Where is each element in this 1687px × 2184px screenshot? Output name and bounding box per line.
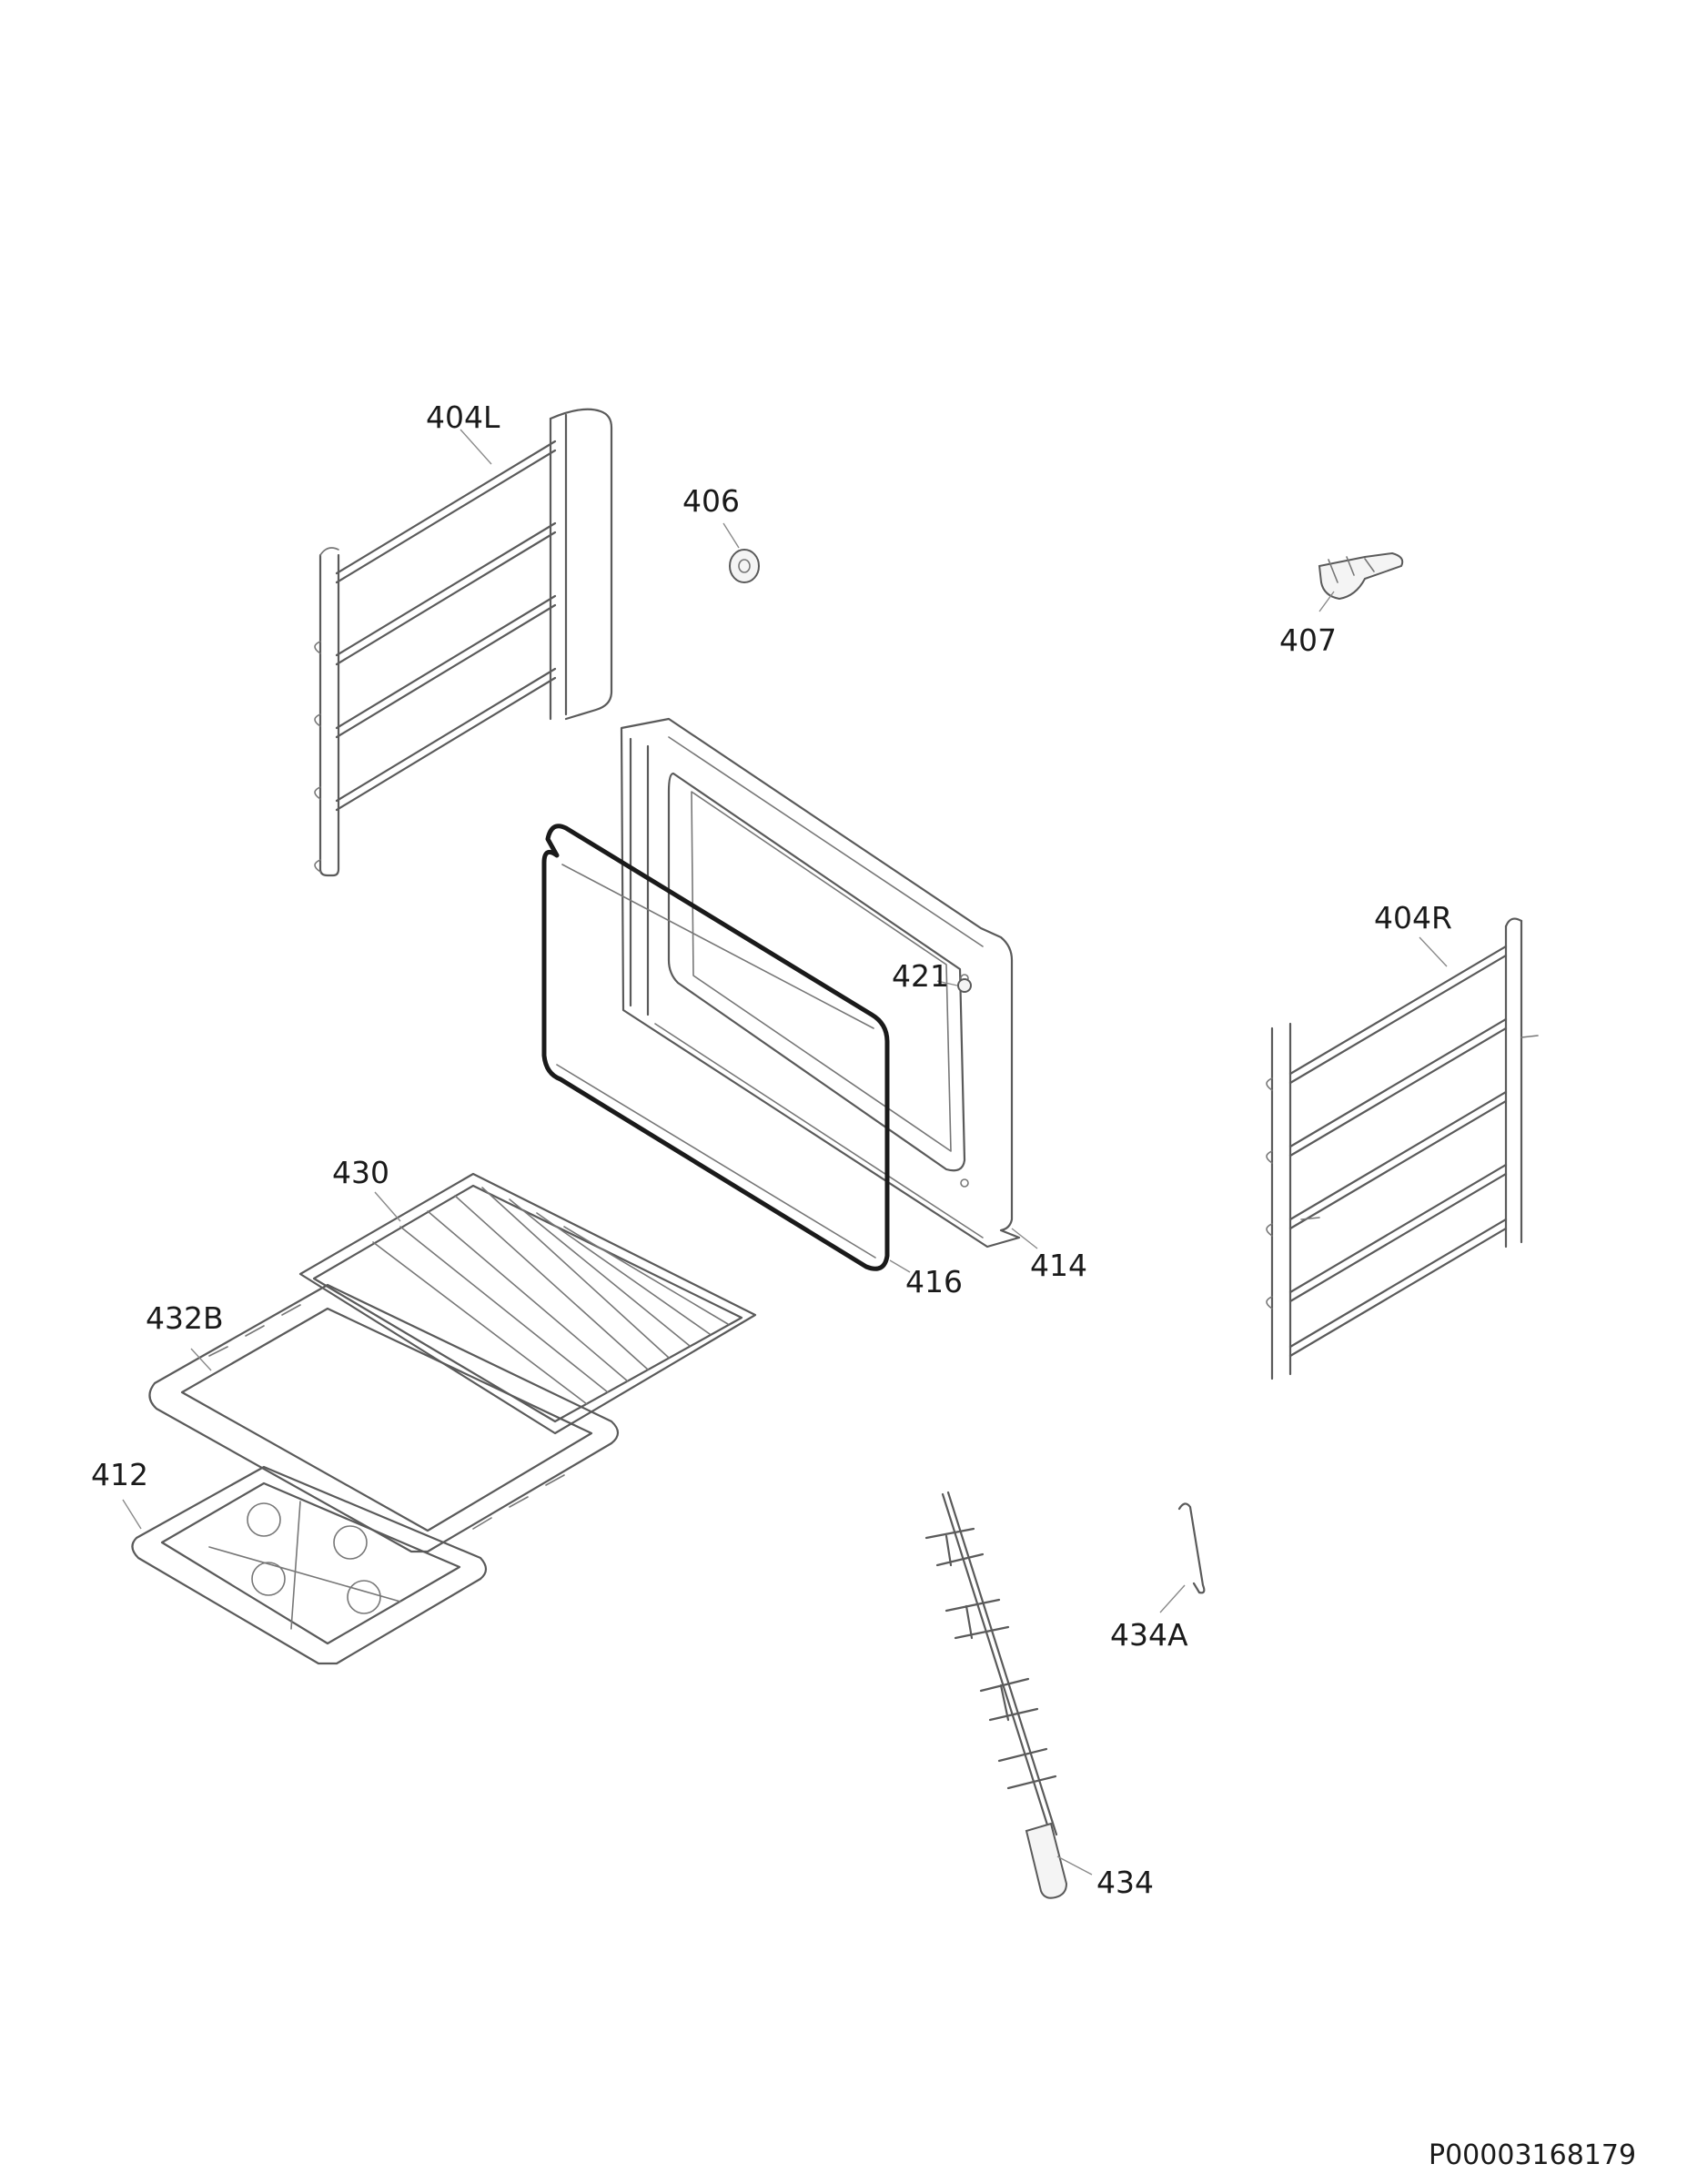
callout-404R: 404R xyxy=(1374,900,1452,935)
callout-412: 412 xyxy=(91,1457,148,1492)
callout-430: 430 xyxy=(332,1155,389,1190)
callout-labels: 404L 406 407 421 404R 430 416 414 432B 4… xyxy=(91,399,1452,1900)
callout-406: 406 xyxy=(682,483,740,519)
part-407-clip xyxy=(1318,551,1404,601)
part-432B-baking-tray xyxy=(148,1283,620,1553)
part-406-round-fixing xyxy=(729,549,760,583)
part-434A-hook xyxy=(1177,1502,1206,1594)
callout-404L: 404L xyxy=(426,399,500,435)
document-id: P00003168179 xyxy=(1429,2139,1636,2171)
part-421-screw xyxy=(957,978,972,993)
part-412-enamel-tray xyxy=(131,1465,488,1665)
callout-434: 434 xyxy=(1096,1865,1154,1900)
part-404R-right-shelf-support xyxy=(1266,917,1539,1380)
part-430-wire-shelf xyxy=(298,1172,757,1435)
callout-407: 407 xyxy=(1279,622,1337,658)
part-404L-left-shelf-support xyxy=(314,408,613,877)
callout-432B: 432B xyxy=(146,1300,224,1336)
callout-421: 421 xyxy=(892,958,949,994)
part-414-door-inner-frame xyxy=(620,717,1021,1249)
part-416-door-gasket xyxy=(541,824,890,1271)
leader-lines xyxy=(122,429,1448,1876)
part-434-rotisserie-spit xyxy=(924,1491,1068,1899)
callout-434A: 434A xyxy=(1110,1617,1188,1653)
callout-416: 416 xyxy=(905,1264,963,1299)
callout-414: 414 xyxy=(1030,1248,1087,1283)
